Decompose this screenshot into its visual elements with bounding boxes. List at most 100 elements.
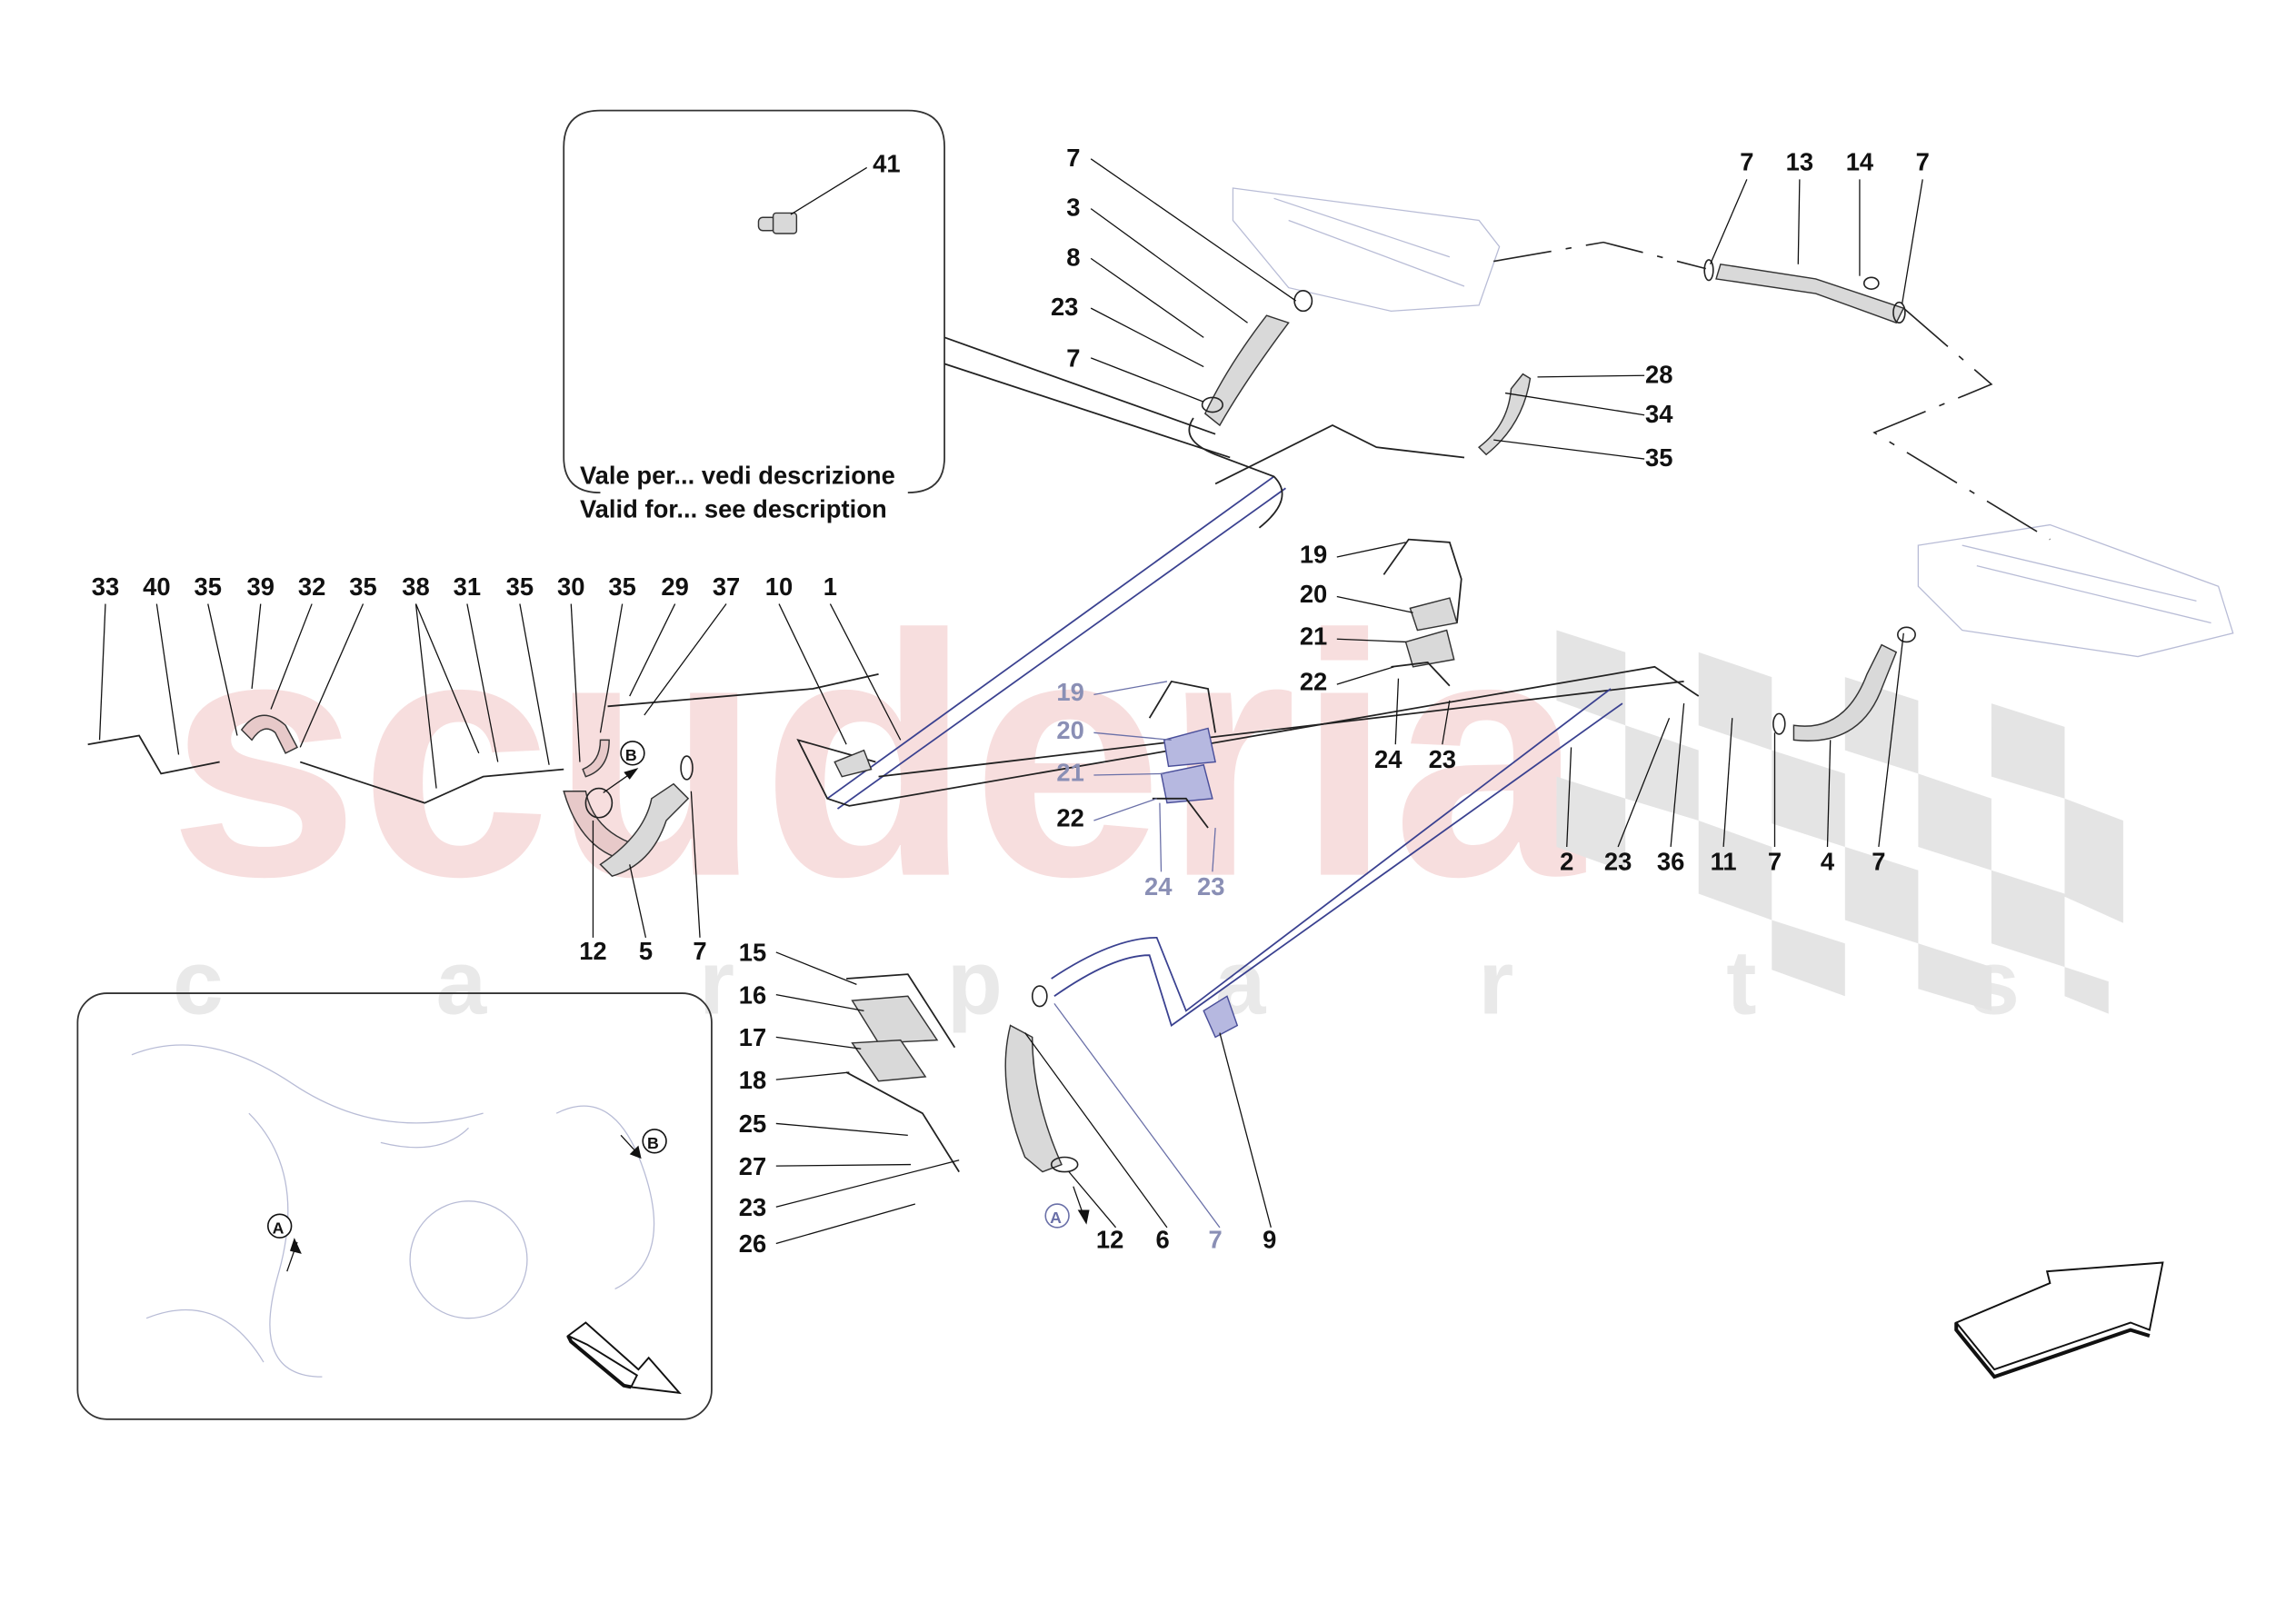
part-label-7: 7 xyxy=(1066,344,1080,373)
part-label-34: 34 xyxy=(1645,400,1673,428)
part-label-22: 22 xyxy=(1056,803,1083,831)
part-label-7: 7 xyxy=(1208,1225,1222,1253)
callout-a-main-label: A xyxy=(1050,1209,1062,1227)
pipe-1 xyxy=(826,417,1286,810)
part-label-7: 7 xyxy=(1916,148,1930,176)
callout-a-main xyxy=(1044,1203,1070,1229)
part-label-33: 33 xyxy=(92,572,119,601)
part-label-18: 18 xyxy=(739,1066,766,1094)
part-label-38: 38 xyxy=(402,572,429,601)
part-label-4: 4 xyxy=(1821,848,1835,876)
part-label-7: 7 xyxy=(693,937,706,965)
part-label-11: 11 xyxy=(1711,848,1737,876)
hose-5 xyxy=(599,782,690,878)
part-label-35: 35 xyxy=(608,572,635,601)
part-label-15: 15 xyxy=(739,939,766,967)
pipe-return xyxy=(87,424,1465,804)
bracket-assembly-15-18 xyxy=(845,973,960,1173)
part-label-14: 14 xyxy=(1846,148,1874,176)
part-label-19: 19 xyxy=(1300,540,1327,568)
inset-location-view: A B xyxy=(76,992,713,1420)
clip-9 xyxy=(1203,995,1239,1039)
part-label-39: 39 xyxy=(247,572,275,601)
part-label-1: 1 xyxy=(824,572,837,601)
part-label-6: 6 xyxy=(1155,1225,1169,1253)
part-label-10: 10 xyxy=(765,572,793,601)
leader-lines xyxy=(98,158,1923,1245)
part-label-7: 7 xyxy=(1066,144,1080,172)
connector-line xyxy=(1872,307,2051,541)
clip-10 xyxy=(834,749,873,778)
part-label-35: 35 xyxy=(1645,443,1672,472)
hose-6 xyxy=(1004,1024,1063,1173)
part-label-24: 24 xyxy=(1144,872,1173,901)
hose-4 xyxy=(1792,643,1898,741)
part-label-29: 29 xyxy=(661,572,688,601)
part-label-3: 3 xyxy=(1066,194,1080,222)
part-label-28: 28 xyxy=(1645,360,1672,388)
note-english: Valid for... see description xyxy=(580,495,887,523)
note-italian: Vale per... vedi descrizione xyxy=(580,461,895,489)
temperature-sensor-icon xyxy=(757,212,798,234)
vehicle-ghost-sketch xyxy=(131,1044,655,1378)
hose-3 xyxy=(1203,314,1290,427)
direction-arrow-inset xyxy=(566,1321,682,1395)
direction-arrow-main xyxy=(1954,1261,2164,1379)
part-label-36: 36 xyxy=(1657,848,1684,876)
watermark-scuderia: scuderia xyxy=(168,564,1586,949)
callout-b-main xyxy=(620,741,645,766)
callout-a-circle xyxy=(267,1213,293,1239)
bracket-assembly-lower xyxy=(834,680,1239,1039)
part-label-23: 23 xyxy=(1429,745,1456,773)
callout-a-label: A xyxy=(273,1219,285,1237)
hose-30 xyxy=(582,739,610,778)
callout-b-circle xyxy=(642,1129,667,1154)
part-label-24: 24 xyxy=(1374,745,1403,773)
part-label-22: 22 xyxy=(1300,668,1327,696)
part-label-30: 30 xyxy=(557,572,584,601)
part-label-26: 26 xyxy=(739,1229,766,1258)
watermark-carparts: c a r p a r t s xyxy=(173,933,2113,1034)
part-label-35: 35 xyxy=(349,572,376,601)
pipe-lower xyxy=(1051,688,1623,1027)
part-label-37: 37 xyxy=(713,572,740,601)
hose-28 xyxy=(1477,373,1532,456)
part-label-8: 8 xyxy=(1066,243,1080,271)
callout-b-main-label: B xyxy=(625,746,637,764)
inset-valid-for: 41 Vale per... vedi descrizione Valid fo… xyxy=(563,109,1231,523)
watermark: scuderia c a r p a r t s xyxy=(168,564,2123,1034)
part-label-5: 5 xyxy=(639,937,653,965)
part-label-35: 35 xyxy=(195,572,222,601)
radiator-ghost-right xyxy=(1917,523,2234,658)
part-label-32: 32 xyxy=(298,572,325,601)
part-label-35: 35 xyxy=(506,572,534,601)
part-label-7: 7 xyxy=(1872,848,1885,876)
hose-32 xyxy=(240,714,299,754)
part-label-12: 12 xyxy=(579,937,606,965)
part-label-23: 23 xyxy=(1604,848,1632,876)
radiator-ghost-top xyxy=(1232,187,1501,313)
part-label-7: 7 xyxy=(1740,148,1753,176)
inset-frame xyxy=(563,109,945,494)
connector-line xyxy=(1493,241,1706,270)
part-label-20: 20 xyxy=(1300,580,1327,608)
part-label-19: 19 xyxy=(1056,678,1083,706)
part-label-7: 7 xyxy=(1768,848,1782,876)
leader-lines-alt xyxy=(1093,681,1216,872)
hose-13 xyxy=(1715,263,1905,324)
part-label-40: 40 xyxy=(143,572,170,601)
part-label-25: 25 xyxy=(739,1110,766,1138)
part-label-17: 17 xyxy=(739,1023,766,1051)
clamps xyxy=(584,259,1916,1173)
part-label-21: 21 xyxy=(1300,622,1327,651)
part-label-12: 12 xyxy=(1096,1225,1123,1253)
part-label-16: 16 xyxy=(739,980,766,1009)
part-label-31: 31 xyxy=(454,572,481,601)
callout-b-label: B xyxy=(647,1134,659,1152)
part-label-41: 41 xyxy=(873,149,900,177)
part-label-20: 20 xyxy=(1056,716,1083,744)
part-label-23: 23 xyxy=(1051,293,1078,321)
part-label-13: 13 xyxy=(1786,148,1813,176)
part-label-2: 2 xyxy=(1560,848,1573,876)
